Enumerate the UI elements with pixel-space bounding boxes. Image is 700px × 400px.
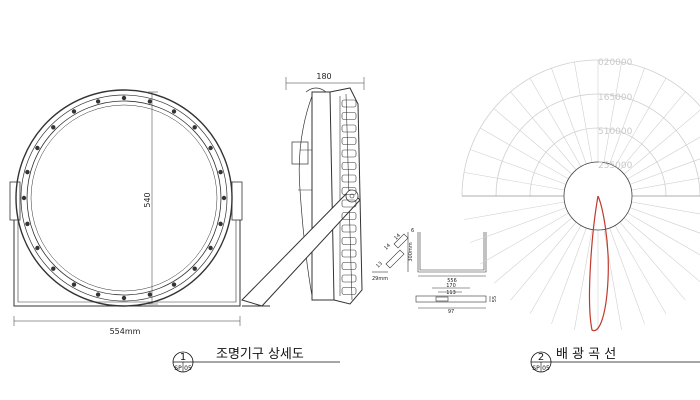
dim-170: 170 (446, 283, 456, 289)
drawing-1-number: 1 (180, 352, 186, 363)
polar-label-3: 510000 (598, 127, 633, 137)
drawing-1-title: 조명기구 상세도 (216, 347, 304, 362)
drawing-2-title: 배 광 곡 선 (556, 347, 616, 362)
bolt-hole (71, 109, 77, 114)
dim-14: 14 (383, 243, 392, 252)
drawing-2-sheet: SP (532, 365, 540, 372)
bolt-hole (192, 266, 197, 271)
width-dimension-line (13, 316, 241, 326)
dim-55: 55 (492, 296, 498, 302)
bolt-hole (121, 295, 127, 301)
bolt-hole (221, 195, 227, 201)
cooling-fin (341, 212, 357, 220)
bolt-hole (218, 221, 223, 227)
height-dimension: 540 (143, 192, 152, 207)
drawing-1-sheet: SP (174, 365, 182, 372)
bolt-hole (95, 99, 101, 104)
cooling-fin (341, 99, 357, 108)
bolt-hole (25, 221, 30, 227)
dim-300: 300mm (408, 242, 414, 261)
cooling-fin (341, 237, 357, 245)
bolt-holes (21, 95, 227, 301)
cooling-fins (341, 99, 357, 295)
bolt-hole (95, 292, 101, 297)
cooling-fin (341, 112, 357, 120)
bolt-hole (35, 145, 40, 151)
dim-13: 13 (375, 261, 384, 270)
side-view (241, 77, 365, 307)
cooling-fin (341, 149, 357, 158)
cooling-fin (341, 124, 357, 133)
cooling-fin (341, 224, 357, 233)
drawing-2-page: 05 (542, 365, 550, 372)
cooling-fin (341, 262, 357, 270)
bolt-hole (208, 245, 213, 251)
polar-label-1: 020000 (598, 58, 633, 68)
drawing-1-page: 05 (184, 365, 192, 372)
bolt-hole (147, 99, 153, 104)
drawing-2-title-block: 2 SP 05 배 광 곡 선 (530, 347, 700, 373)
cooling-fin (341, 162, 357, 170)
light-distribution-curve (588, 195, 609, 332)
bolt-hole (51, 125, 56, 130)
dim-14b: 14 (393, 233, 402, 242)
cooling-fin (341, 137, 357, 145)
dim-556: 556 (447, 278, 457, 284)
cooling-fin (341, 187, 357, 195)
polar-label-4: 255000 (598, 161, 633, 171)
bolt-hole (121, 95, 127, 101)
bolt-hole (218, 169, 223, 175)
cooling-fin (341, 199, 357, 208)
bolt-hole (71, 282, 77, 287)
light-distribution-chart (461, 59, 700, 332)
dim-29: 29mm (372, 276, 388, 282)
bracket-detail (372, 232, 491, 309)
bolt-hole (51, 266, 56, 271)
dim-97: 97 (448, 309, 454, 315)
bolt-hole (192, 125, 197, 130)
bolt-hole (21, 195, 27, 201)
dim-6: 6 (411, 228, 414, 234)
cooling-fin (341, 287, 357, 295)
cooling-fin (341, 249, 357, 258)
bolt-hole (147, 292, 153, 297)
side-width-dimension: 180 (316, 72, 331, 81)
dim-113: 113 (446, 290, 456, 296)
bolt-hole (25, 169, 30, 175)
polar-label-2: 165000 (598, 93, 633, 103)
cooling-fin (341, 174, 357, 183)
drawing-1-title-block: 1 SP 05 조명기구 상세도 (172, 347, 340, 373)
bolt-hole (171, 282, 177, 287)
bolt-hole (171, 109, 177, 114)
bolt-hole (35, 245, 40, 251)
width-dimension: 554mm (110, 327, 141, 336)
drawing-2-number: 2 (538, 352, 544, 363)
cooling-fin (341, 274, 357, 283)
bolt-hole (208, 145, 213, 151)
front-view (9, 89, 243, 307)
